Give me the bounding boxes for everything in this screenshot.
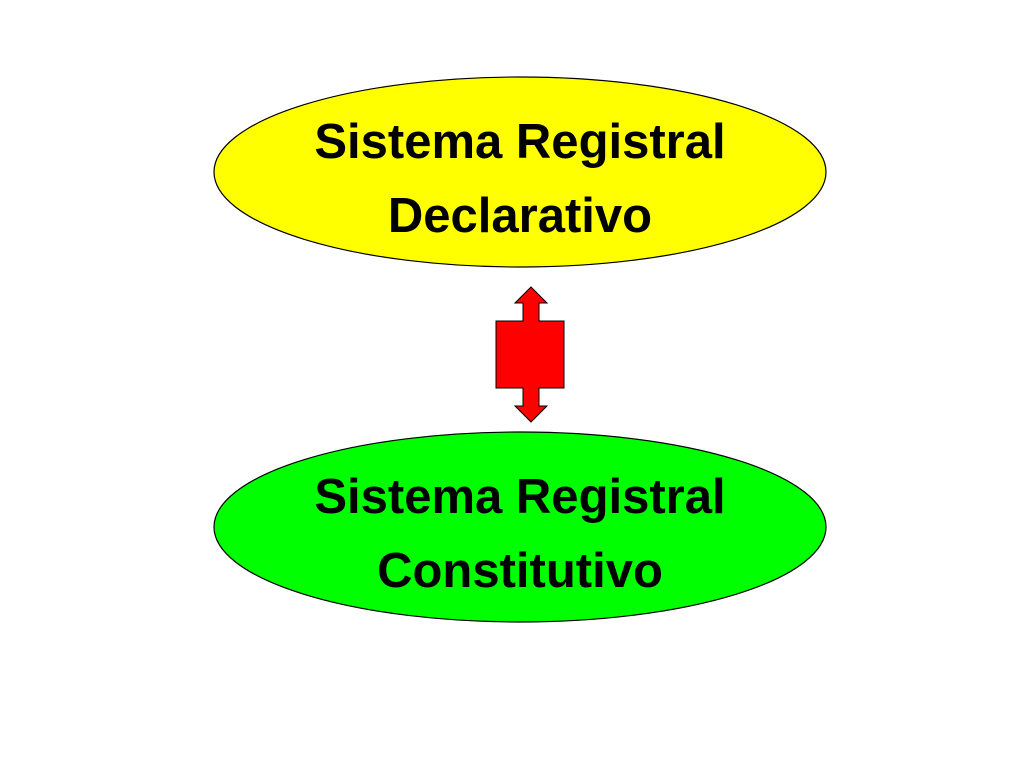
node-declarativo-label-line-1: Sistema Registral <box>314 115 725 169</box>
double-arrow-shape <box>495 286 565 423</box>
node-declarativo-label-line-2: Declarativo <box>388 189 652 243</box>
node-constitutivo-label-line-1: Sistema Registral <box>314 470 725 524</box>
node-constitutivo-shape <box>213 431 827 623</box>
node-constitutivo-label-line-2: Constitutivo <box>377 544 663 598</box>
double-arrow-connector <box>495 286 565 423</box>
node-declarativo: Sistema Registral Declarativo <box>213 76 827 268</box>
node-declarativo-shape <box>213 76 827 268</box>
node-constitutivo: Sistema Registral Constitutivo <box>213 431 827 623</box>
